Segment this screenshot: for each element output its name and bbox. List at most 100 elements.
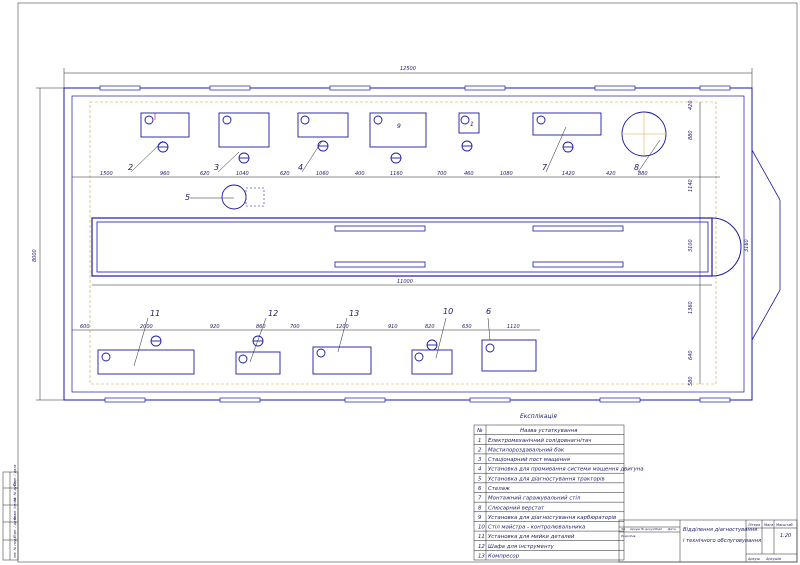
svg-text:1: 1 — [470, 121, 474, 128]
dimension-chain-right: 420 880 1140 3100 1360 640 580 — [688, 100, 701, 386]
legend-item-name: Установка для діагностування карбюраторі… — [488, 515, 616, 521]
legend-item-name: Електромеханічний солідовнагнітач — [488, 438, 591, 444]
svg-text:13: 13 — [349, 309, 359, 318]
legend-item-name: Установка для діагностування тракторів — [488, 476, 605, 482]
svg-text:1040: 1040 — [236, 171, 249, 177]
legend-item-no: 11 — [478, 534, 485, 540]
dimension-chain-bottom: 600 2000 920 860 700 1200 910 820 630 11… — [72, 324, 540, 331]
legend-item-no: 1 — [478, 438, 481, 444]
legend-title: Експлікація — [520, 413, 557, 420]
scale-value: 1:20 — [780, 533, 791, 539]
svg-text:1160: 1160 — [390, 171, 403, 177]
legend-item-no: 4 — [478, 467, 482, 473]
equipment-6 — [481, 339, 537, 372]
svg-text:10: 10 — [443, 307, 453, 316]
svg-text:Аркуш: Аркуш — [747, 557, 761, 561]
svg-text:620: 620 — [280, 171, 290, 177]
equipment-7 — [532, 112, 602, 136]
svg-text:2000: 2000 — [140, 324, 153, 330]
svg-text:№ докум: № докум — [640, 527, 656, 531]
svg-text:820: 820 — [425, 324, 435, 330]
svg-text:640: 640 — [688, 350, 694, 360]
inspection-pit: 11000 — [91, 217, 742, 286]
svg-text:Аркуш: Аркуш — [629, 527, 641, 531]
svg-text:460: 460 — [464, 171, 474, 177]
svg-text:920: 920 — [210, 324, 220, 330]
legend-item-name: Установка для мийки деталей — [488, 534, 575, 540]
svg-text:1140: 1140 — [688, 179, 694, 192]
svg-text:Дата: Дата — [667, 527, 676, 531]
equipment-3 — [218, 112, 270, 148]
svg-text:910: 910 — [388, 324, 398, 330]
svg-text:400: 400 — [355, 171, 365, 177]
svg-text:880: 880 — [688, 130, 694, 140]
dimension-overall-width: 8000 — [32, 87, 64, 401]
legend-item-name: Стаціонарний пост мащення — [488, 457, 571, 463]
svg-text:4: 4 — [298, 163, 303, 172]
drawing-title-1: Відділення діагностування — [683, 527, 757, 533]
svg-text:880: 880 — [638, 171, 648, 177]
svg-text:11: 11 — [150, 309, 160, 318]
zone-boundary — [89, 101, 717, 385]
legend-header-no: № — [476, 428, 483, 434]
legend-item-no: 8 — [478, 505, 482, 511]
left-binding-strip: Підп. і дата Інв. № дубл. Взам. інв. № П… — [2, 465, 19, 561]
svg-text:620: 620 — [200, 171, 210, 177]
sheet-frame — [17, 2, 798, 563]
svg-text:960: 960 — [160, 171, 170, 177]
equipment-2 — [140, 112, 190, 138]
svg-text:Масштаб: Масштаб — [776, 523, 793, 527]
building-walls — [63, 85, 753, 403]
svg-text:860: 860 — [256, 324, 266, 330]
svg-text:1060: 1060 — [316, 171, 329, 177]
legend-header-name: Назва устаткування — [520, 428, 578, 434]
dim-text: 12500 — [400, 66, 416, 72]
dim-text: 8000 — [32, 249, 38, 262]
legend-item-name: Компресор — [488, 554, 520, 560]
legend-item-no: 5 — [478, 476, 482, 482]
svg-text:3: 3 — [214, 163, 219, 172]
dim-text: 3160 — [744, 239, 750, 252]
strip-label: Підп. і дата — [13, 465, 17, 486]
svg-text:700: 700 — [437, 171, 447, 177]
dim-text: 11000 — [397, 279, 413, 285]
svg-text:600: 600 — [80, 324, 90, 330]
legend-item-no: 2 — [478, 447, 482, 453]
legend-item-name: Слюсарний верстат — [488, 505, 545, 511]
legend-item-no: 13 — [478, 554, 485, 560]
equipment-9 — [369, 112, 427, 148]
callouts-bottom: 11 12 13 10 6 — [133, 307, 491, 367]
svg-text:6: 6 — [486, 307, 491, 316]
dimension-chain-top: 1500 960 620 1040 620 1060 400 1160 700 … — [72, 171, 720, 178]
strip-label: Інв. № подл. — [13, 535, 17, 558]
svg-text:420: 420 — [606, 171, 616, 177]
legend-item-no: 12 — [478, 544, 485, 550]
strip-label: Взам. інв. № — [13, 497, 17, 520]
legend-item-name: Мастилороздавальний бак — [488, 447, 565, 453]
svg-text:9: 9 — [397, 123, 401, 130]
svg-text:1500: 1500 — [100, 171, 113, 177]
svg-text:5: 5 — [185, 193, 190, 202]
drawing-title-2: і технічного обслуговування — [683, 538, 761, 544]
svg-text:1200: 1200 — [336, 324, 349, 330]
top-equipment-row — [140, 111, 667, 210]
legend-item-no: 3 — [478, 457, 482, 463]
svg-text:8: 8 — [634, 163, 639, 172]
legend-table: № Назва устаткування 1 Електромеханічний со… — [473, 424, 644, 561]
dimension-overall-length: 12500 — [63, 66, 753, 90]
equipment-12 — [235, 351, 281, 375]
svg-text:Зм: Зм — [621, 527, 626, 531]
equipment-10 — [411, 349, 453, 375]
legend-item-no: 10 — [478, 525, 485, 531]
bottom-equipment-row — [97, 335, 537, 375]
equipment-5 — [221, 184, 247, 210]
callouts-top: 2 3 4 9 1 7 8 5 — [128, 121, 661, 202]
title-block: Відділення діагностування і технічного о… — [618, 519, 798, 563]
svg-text:580: 580 — [688, 376, 694, 386]
equipment-1 — [458, 112, 480, 134]
svg-text:700: 700 — [290, 324, 300, 330]
svg-text:1420: 1420 — [562, 171, 575, 177]
equipment-11 — [97, 349, 195, 375]
svg-text:630: 630 — [462, 324, 472, 330]
